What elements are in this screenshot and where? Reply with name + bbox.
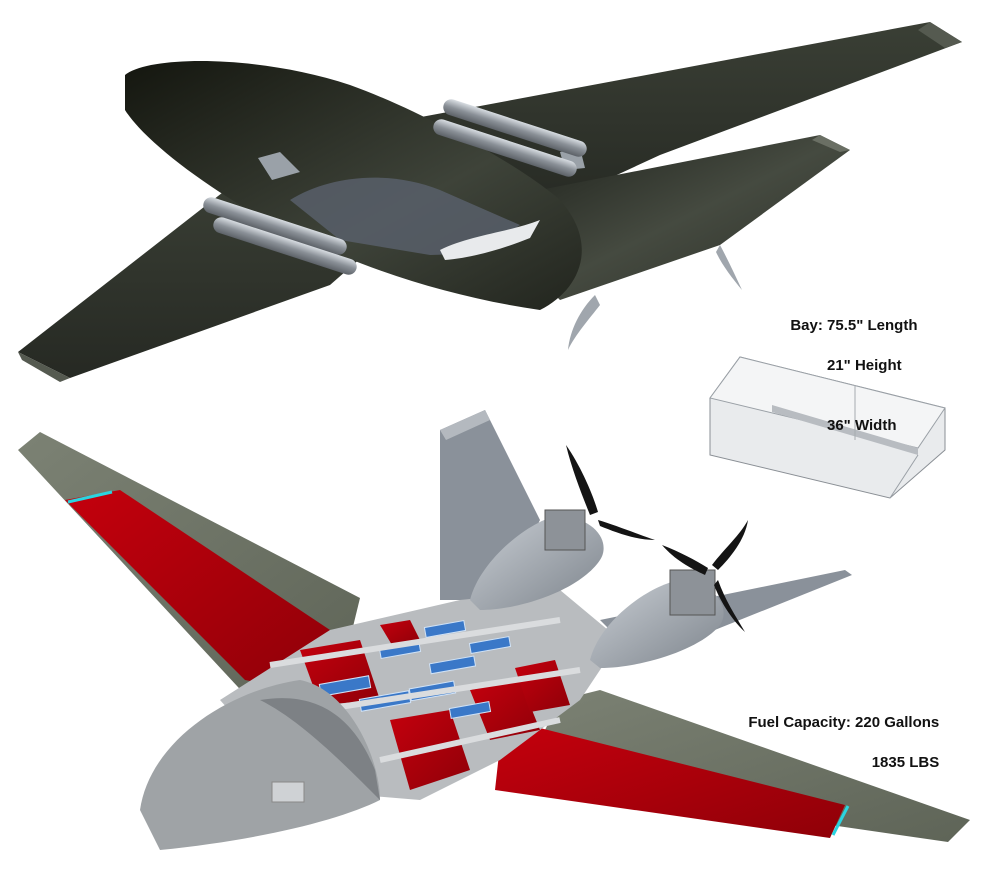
fuel-gallons-text: Fuel Capacity: 220 Gallons	[748, 714, 940, 731]
weapon-pods-right	[433, 99, 587, 177]
bay-door	[290, 177, 520, 255]
exterior-aircraft-view	[18, 22, 962, 382]
bay-dimensions-label: Bay: 75.5" Length 21" Height 36" Width	[782, 296, 918, 456]
cutaway-aircraft-view	[18, 410, 970, 850]
right-engine-nacelle	[590, 569, 724, 668]
left-propeller	[566, 445, 655, 540]
bay-height-text: 21" Height	[827, 357, 902, 374]
right-wing-fuel-tank	[495, 728, 845, 838]
exterior-propeller-1	[568, 245, 742, 350]
left-wing-fuel-tank	[65, 490, 330, 690]
left-engine-nacelle	[470, 509, 604, 610]
fuel-capacity-label: Fuel Capacity: 220 Gallons 1835 LBS	[740, 693, 939, 793]
right-propeller	[662, 520, 748, 632]
fuel-weight-text: 1835 LBS	[871, 754, 940, 771]
cutaway-right-wing	[520, 690, 970, 842]
exterior-tail-fin	[520, 135, 850, 300]
weapon-pods-left	[203, 197, 357, 275]
payload-bay-box	[709, 356, 946, 499]
bay-length-text: Bay: 75.5" Length	[790, 317, 918, 334]
bay-width-text: 36" Width	[827, 417, 897, 434]
